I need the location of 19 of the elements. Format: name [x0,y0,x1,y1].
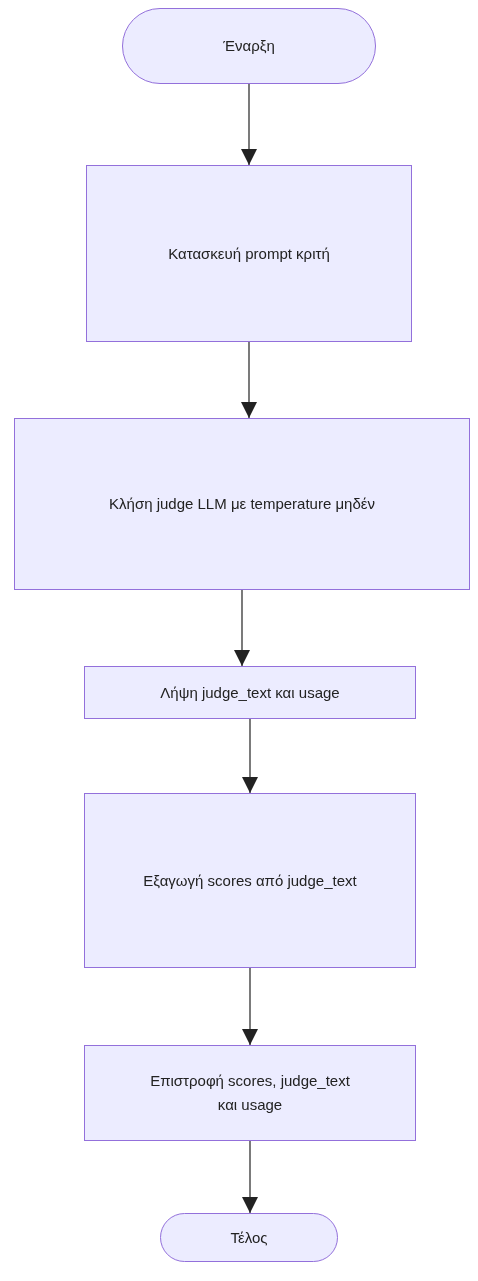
process-box [14,418,470,590]
arrow [242,967,258,1046]
node-label: Έναρξη [223,36,275,56]
arrow [241,341,257,419]
node-label: Λήψη judge_text και usage [160,682,340,703]
node-label: Κλήση judge LLM με temperature μηδέν [109,494,375,514]
arrow [242,1140,258,1214]
node-label: Κατασκευή prompt κριτή [168,243,330,264]
arrow [242,718,258,794]
node-label: Εξαγωγή scores από judge_text [143,870,357,891]
process-box [84,1045,416,1141]
node-label: Τέλος [230,1227,268,1248]
arrow [241,83,257,166]
process-box [86,165,412,342]
process-box [84,793,416,968]
arrow [234,589,250,667]
terminal-pill [160,1213,338,1262]
node-label: Επιστροφή scores, judge_text και usage [150,1071,350,1115]
process-box [84,666,416,719]
